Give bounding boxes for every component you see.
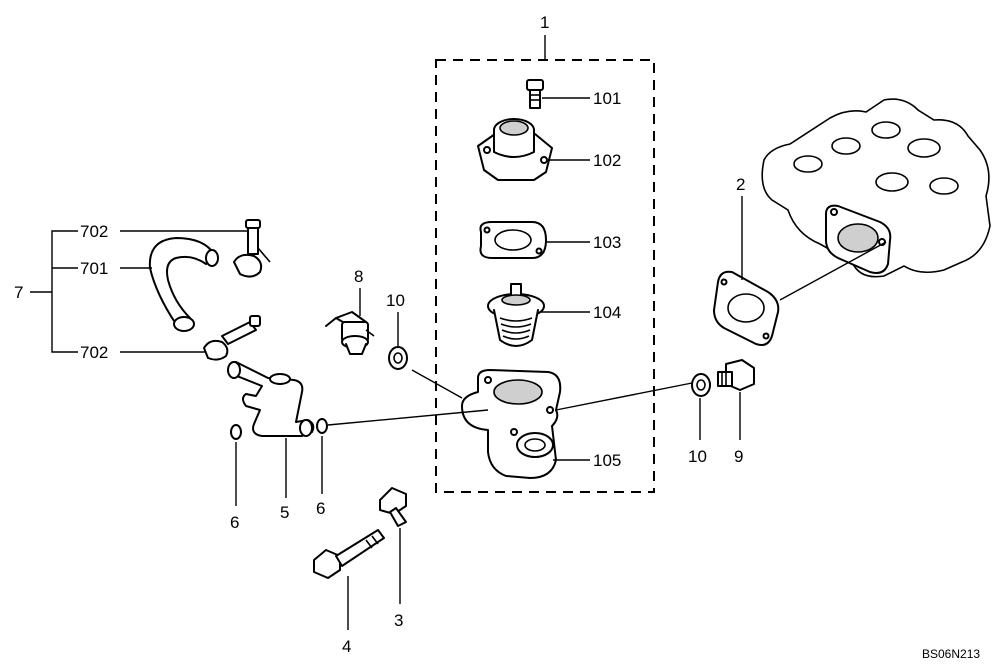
label-104: 104: [593, 303, 621, 322]
part-6-o-ring-left: [230, 424, 242, 440]
part-105-thermostat-housing: [461, 369, 562, 479]
part-102-thermostat-cover: [477, 118, 553, 181]
label-6-right: 6: [316, 499, 325, 518]
part-3-bolt: [379, 487, 407, 527]
label-10-left: 10: [386, 291, 405, 310]
label-105: 105: [593, 451, 621, 470]
label-10-right: 10: [688, 447, 707, 466]
engine-cylinder-head: [761, 98, 991, 278]
label-6-left: 6: [230, 513, 239, 532]
label-3: 3: [394, 611, 403, 630]
label-9: 9: [734, 447, 743, 466]
label-4: 4: [342, 637, 351, 656]
label-702-upper: 702: [80, 222, 108, 241]
part-5-water-pipe: [227, 361, 315, 437]
part-104-thermostat: [487, 283, 545, 347]
part-2-gasket: [713, 270, 780, 346]
label-5: 5: [280, 503, 289, 522]
label-101: 101: [593, 89, 621, 108]
drawing-code: BS06N213: [922, 647, 980, 661]
label-702-lower: 702: [80, 343, 108, 362]
part-702-clamp-lower: [203, 315, 261, 361]
label-103: 103: [593, 233, 621, 252]
label-1: 1: [540, 13, 549, 32]
part-10-washer-right: [691, 373, 711, 397]
label-2: 2: [736, 175, 745, 194]
part-9-drain-plug: [717, 359, 755, 391]
part-10-washer-left: [388, 346, 408, 370]
label-8: 8: [354, 267, 363, 286]
label-102: 102: [593, 151, 621, 170]
part-4-bolt: [313, 529, 385, 579]
part-702-clamp-upper: [233, 219, 271, 278]
part-101-bolt: [526, 79, 544, 109]
label-7: 7: [14, 283, 23, 302]
label-701: 701: [80, 259, 108, 278]
part-6-o-ring-right: [316, 418, 328, 434]
part-701-hose: [148, 237, 219, 332]
part-103-gasket: [479, 221, 547, 259]
part-8-thermo-switch: [325, 311, 375, 355]
